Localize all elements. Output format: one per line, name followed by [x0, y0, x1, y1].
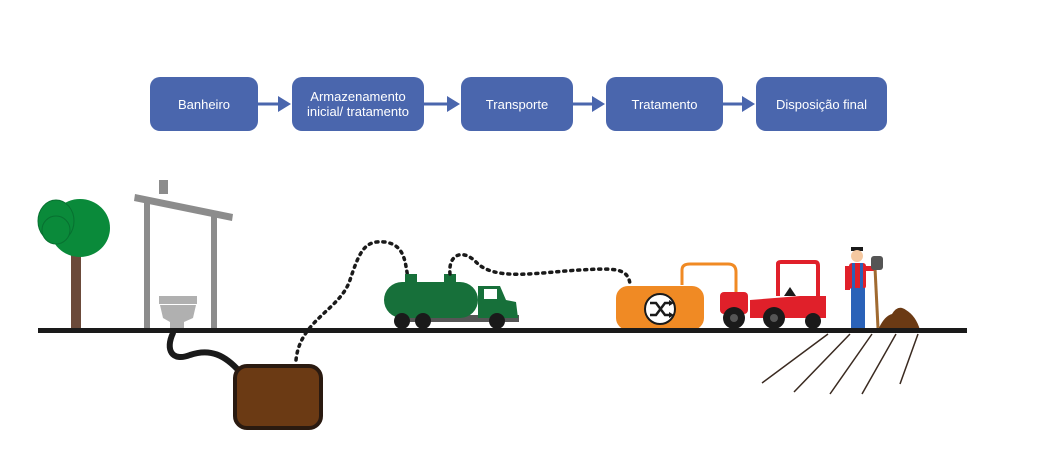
farmer-icon [845, 247, 883, 329]
compost-pile-icon [878, 307, 920, 330]
toilet-shelter-icon [134, 180, 233, 330]
step-armazenamento: Armazenamento inicial/ tratamento [292, 77, 424, 131]
step-banheiro: Banheiro [150, 77, 258, 131]
arrow-right-icon [258, 96, 291, 112]
step-transporte: Transporte [461, 77, 573, 131]
step-tratamento: Tratamento [606, 77, 723, 131]
ground-line [38, 328, 967, 333]
treatment-tank-icon [616, 262, 738, 330]
arrow-right-icon [723, 96, 755, 112]
dotted-hose [294, 240, 410, 362]
storage-pit-icon [233, 364, 323, 430]
step-label: Tratamento [631, 96, 698, 112]
step-label: Transporte [485, 96, 549, 112]
field-furrows [761, 333, 919, 395]
step-label: Armazenamento inicial/ tratamento [307, 89, 409, 119]
tree-icon [37, 199, 110, 330]
step-label: Disposição final [775, 96, 868, 112]
sewage-pipe [166, 330, 243, 375]
tractor-icon [720, 260, 826, 329]
step-disposicao-final: Disposição final [756, 77, 887, 131]
dotted-hose [448, 252, 632, 286]
arrow-right-icon [424, 96, 460, 112]
tanker-truck-icon [384, 274, 519, 329]
step-label: Banheiro [177, 96, 231, 112]
arrow-right-icon [573, 96, 605, 112]
